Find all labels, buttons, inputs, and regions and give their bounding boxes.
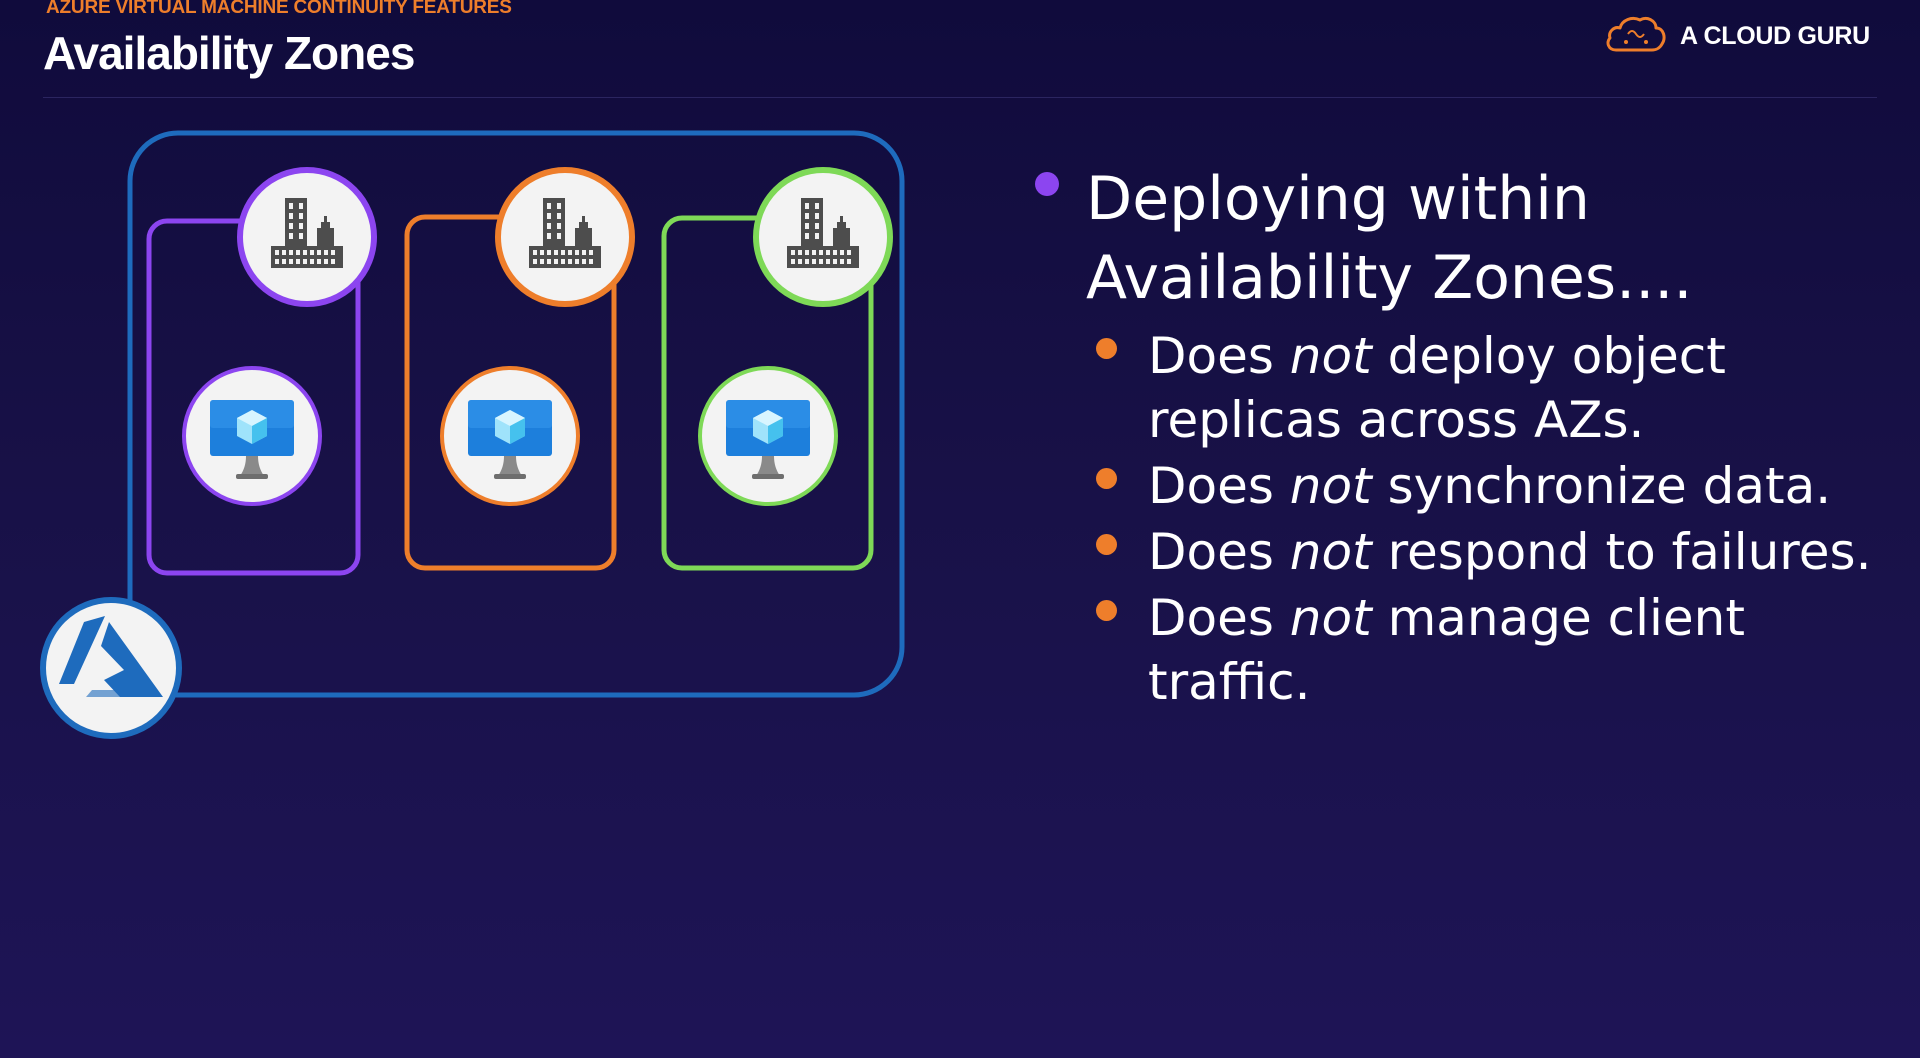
sub-bullet-emphasis: not bbox=[1289, 589, 1372, 647]
sub-bullet-rest: respond to failures. bbox=[1371, 523, 1872, 581]
building-icon bbox=[495, 167, 635, 307]
sub-bullet: Does not manage client traffic. bbox=[1096, 586, 1890, 714]
bullet-dot bbox=[1096, 468, 1117, 489]
bullet-dot bbox=[1035, 172, 1059, 196]
sub-bullet-prefix: Does bbox=[1148, 327, 1290, 385]
sub-bullet: Does not respond to failures. bbox=[1096, 520, 1890, 584]
sub-bullet-prefix: Does bbox=[1148, 523, 1290, 581]
sub-bullet-emphasis: not bbox=[1289, 457, 1372, 515]
sub-bullet-list: Does not deploy object replicas across A… bbox=[1030, 324, 1890, 714]
cloud-logo-icon bbox=[1604, 14, 1668, 59]
virtual-machine-icon bbox=[182, 366, 322, 506]
sub-bullet-prefix: Does bbox=[1148, 457, 1290, 515]
azure-logo-icon bbox=[40, 597, 182, 739]
availability-zone-1 bbox=[146, 167, 377, 576]
sub-bullet: Does not deploy object replicas across A… bbox=[1096, 324, 1890, 452]
main-bullet: Deploying within Availability Zones.... bbox=[1030, 160, 1890, 318]
sub-bullet: Does not synchronize data. bbox=[1096, 454, 1890, 518]
page-title: Availability Zones bbox=[43, 27, 415, 79]
section-eyebrow: AZURE VIRTUAL MACHINE CONTINUITY FEATURE… bbox=[46, 0, 512, 18]
availability-zones-diagram bbox=[40, 130, 905, 739]
sub-bullet-emphasis: not bbox=[1289, 523, 1372, 581]
header-divider bbox=[43, 97, 1877, 98]
building-icon bbox=[237, 167, 377, 307]
sub-bullet-rest: deploy object replicas across AZs. bbox=[1148, 327, 1726, 449]
availability-zone-3 bbox=[661, 167, 893, 571]
bullet-dot bbox=[1096, 534, 1117, 555]
sub-bullet-rest: manage client traffic. bbox=[1148, 589, 1745, 711]
availability-zone-2 bbox=[404, 167, 635, 571]
sub-bullet-rest: synchronize data. bbox=[1371, 457, 1832, 515]
bullet-dot bbox=[1096, 338, 1117, 359]
bullet-list: Deploying within Availability Zones.... … bbox=[1030, 160, 1890, 716]
brand-name: A CLOUD GURU bbox=[1680, 21, 1870, 50]
building-icon bbox=[753, 167, 893, 307]
sub-bullet-prefix: Does bbox=[1148, 589, 1290, 647]
brand-logo: A CLOUD GURU bbox=[1604, 16, 1870, 56]
sub-bullet-emphasis: not bbox=[1289, 327, 1372, 385]
bullet-dot bbox=[1096, 600, 1117, 621]
virtual-machine-icon bbox=[440, 366, 580, 506]
main-bullet-text: Deploying within Availability Zones.... bbox=[1086, 164, 1693, 313]
region-boundary bbox=[127, 130, 905, 698]
virtual-machine-icon bbox=[698, 366, 838, 506]
